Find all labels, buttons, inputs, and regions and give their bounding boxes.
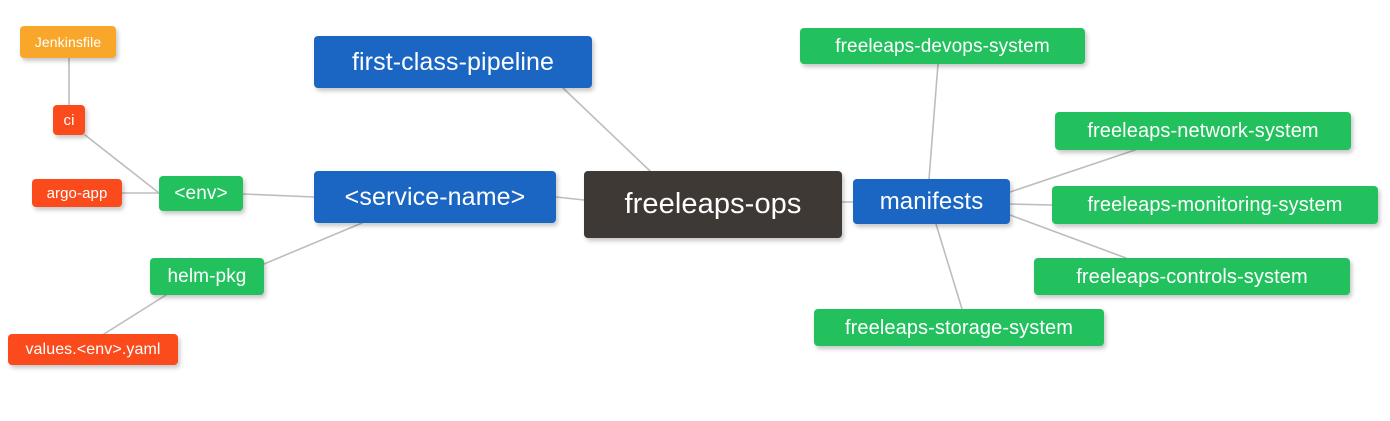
node-label-ci: ci xyxy=(63,111,75,129)
node-freeleaps-ops[interactable]: freeleaps-ops xyxy=(584,171,842,238)
node-label-argo-app: argo-app xyxy=(46,184,108,202)
node-jenkinsfile[interactable]: Jenkinsfile xyxy=(20,26,116,58)
node-label-env: <env> xyxy=(174,183,228,204)
edge-service-name-to-freeleaps-ops xyxy=(555,196,585,201)
node-label-freeleaps-monitoring-system: freeleaps-monitoring-system xyxy=(1087,194,1343,216)
node-label-first-class-pipeline: first-class-pipeline xyxy=(351,47,555,76)
node-manifests[interactable]: manifests xyxy=(853,179,1010,224)
node-freeleaps-network-system[interactable]: freeleaps-network-system xyxy=(1055,112,1351,150)
edge-env-to-service-name xyxy=(242,193,315,198)
edge-manifests-to-freeleaps-monitoring-system xyxy=(1009,203,1053,206)
node-service-name[interactable]: <service-name> xyxy=(314,171,556,223)
edge-manifests-to-freeleaps-storage-system xyxy=(935,223,963,310)
node-label-freeleaps-network-system: freeleaps-network-system xyxy=(1087,120,1319,142)
node-label-values-env-yaml: values.<env>.yaml xyxy=(25,340,161,358)
node-label-freeleaps-devops-system: freeleaps-devops-system xyxy=(835,35,1050,57)
node-helm-pkg[interactable]: helm-pkg xyxy=(150,258,264,295)
edge-helm-pkg-to-values-env-yaml xyxy=(103,294,167,335)
node-freeleaps-controls-system[interactable]: freeleaps-controls-system xyxy=(1034,258,1350,295)
node-label-freeleaps-controls-system: freeleaps-controls-system xyxy=(1076,265,1308,288)
node-argo-app[interactable]: argo-app xyxy=(32,179,122,207)
edge-manifests-to-freeleaps-devops-system xyxy=(928,63,939,180)
node-label-service-name: <service-name> xyxy=(344,182,526,211)
node-ci[interactable]: ci xyxy=(53,105,85,135)
edge-first-class-pipeline-to-freeleaps-ops xyxy=(562,87,651,172)
node-values-env-yaml[interactable]: values.<env>.yaml xyxy=(8,334,178,365)
node-env[interactable]: <env> xyxy=(159,176,243,211)
node-label-freeleaps-storage-system: freeleaps-storage-system xyxy=(844,316,1074,339)
node-label-helm-pkg: helm-pkg xyxy=(167,266,247,287)
node-freeleaps-storage-system[interactable]: freeleaps-storage-system xyxy=(814,309,1104,346)
edge-service-name-to-helm-pkg xyxy=(263,222,363,265)
node-label-freeleaps-ops: freeleaps-ops xyxy=(624,188,802,220)
node-freeleaps-devops-system[interactable]: freeleaps-devops-system xyxy=(800,28,1085,64)
node-label-manifests: manifests xyxy=(879,187,984,215)
node-freeleaps-monitoring-system[interactable]: freeleaps-monitoring-system xyxy=(1052,186,1378,224)
node-label-jenkinsfile: Jenkinsfile xyxy=(34,34,102,50)
node-first-class-pipeline[interactable]: first-class-pipeline xyxy=(314,36,592,88)
